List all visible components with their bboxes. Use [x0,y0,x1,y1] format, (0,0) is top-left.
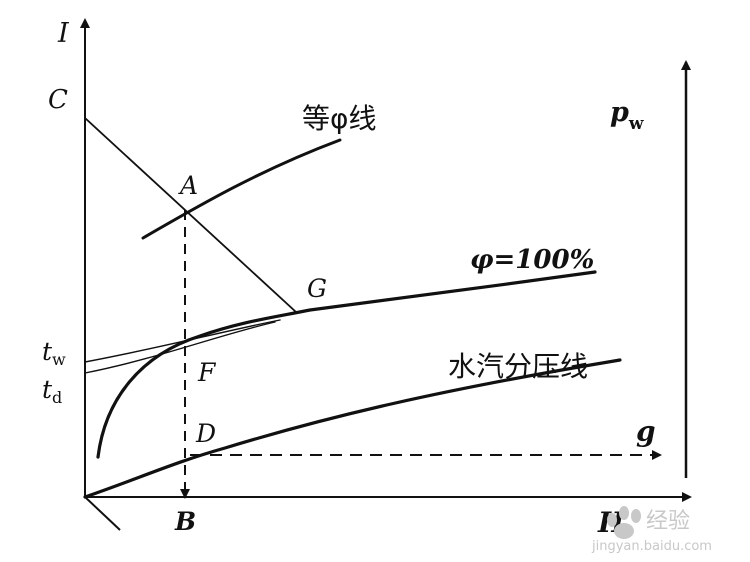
td-label: td [42,375,62,407]
baidu-jingyan-watermark: 经验 jingyan.baidu.com [591,506,712,554]
axis-i-label: I [57,18,70,49]
point-g-label: G [307,274,327,303]
tw-label: tw [42,337,66,369]
c-to-g-line [84,117,297,313]
point-f-label: F [197,358,217,387]
point-c-label: C [48,85,68,115]
td-line [84,321,276,374]
vapor-pressure-curve [83,358,622,499]
saturation-curve [96,270,597,459]
equal-phi-curve [141,138,342,240]
phi-100-label: φ=100% [470,245,594,275]
watermark-url-text: jingyan.baidu.com [591,539,712,554]
axis-g-label: g [636,415,656,448]
point-d-label: D [195,419,216,448]
vapor-pressure-label: 水汽分压线 [448,350,588,383]
paw-logo-icon [607,506,641,539]
axis-origin-tick [84,496,121,531]
watermark-brand-text: 经验 [646,509,690,534]
equal-phi-label: 等φ线 [302,102,376,135]
axis-pw-label: pw [610,97,644,134]
tw-line [84,319,281,363]
point-a-label: A [178,171,198,200]
point-b-label: B [174,507,196,536]
